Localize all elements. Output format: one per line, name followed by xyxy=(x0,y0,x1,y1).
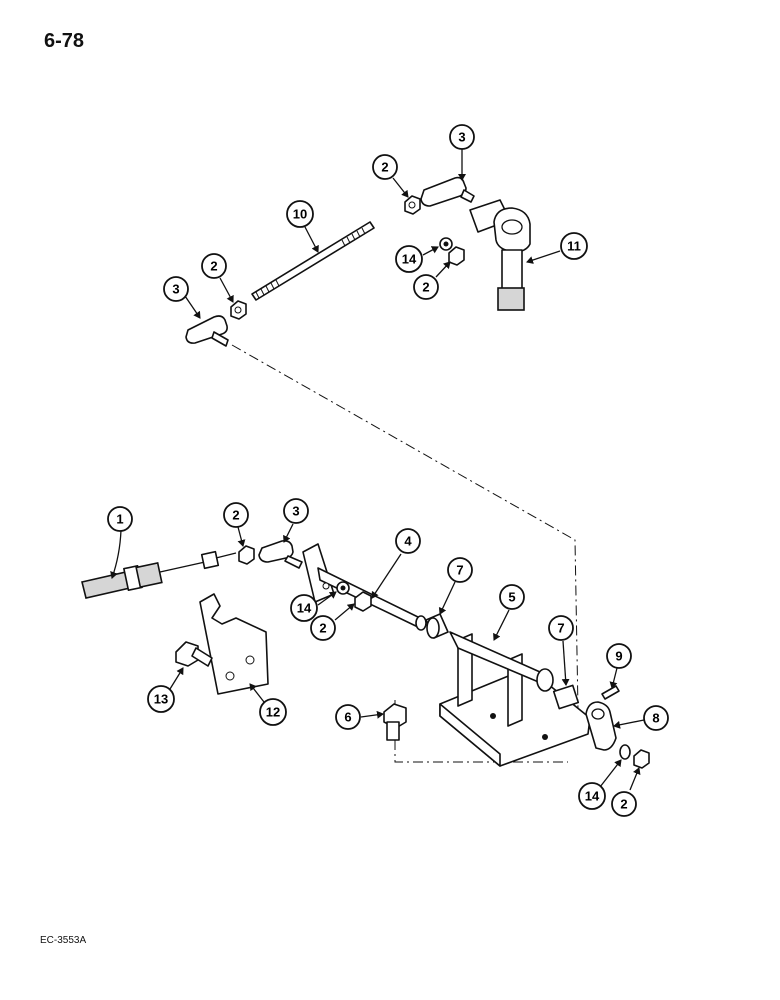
svg-text:2: 2 xyxy=(210,259,217,274)
bolt-13 xyxy=(175,641,213,667)
rod-end-3-cable xyxy=(258,540,303,569)
callout-3-left: 3 xyxy=(163,276,189,302)
svg-text:7: 7 xyxy=(456,563,463,578)
reference-code: EC-3553A xyxy=(40,935,87,946)
bushing-7-right xyxy=(552,684,580,710)
callout-5: 5 xyxy=(499,584,525,610)
callout-10: 10 xyxy=(286,200,314,228)
leader-lines xyxy=(110,149,645,791)
callout-11: 11 xyxy=(560,232,588,260)
svg-text:7: 7 xyxy=(557,621,564,636)
callout-9: 9 xyxy=(606,643,632,669)
bolt-6 xyxy=(383,703,407,741)
bushing-7-left xyxy=(425,613,449,639)
svg-text:10: 10 xyxy=(293,207,307,222)
svg-text:12: 12 xyxy=(266,705,280,720)
callout-12: 12 xyxy=(259,698,287,726)
callout-6: 6 xyxy=(335,704,361,730)
callout-2-bottom: 2 xyxy=(611,791,637,817)
callout-2-cable: 2 xyxy=(223,502,249,528)
callout-7-left: 7 xyxy=(447,557,473,583)
svg-text:3: 3 xyxy=(172,282,179,297)
arm-11 xyxy=(469,199,531,311)
svg-text:4: 4 xyxy=(404,534,412,549)
lever-8 xyxy=(585,701,617,751)
nut-2-cable xyxy=(238,545,255,565)
washer-14-top xyxy=(439,237,453,251)
support-5 xyxy=(439,631,591,767)
nut-2-rod xyxy=(230,300,247,320)
svg-text:14: 14 xyxy=(402,252,417,267)
callout-2-mid: 2 xyxy=(310,615,336,641)
pin-9 xyxy=(601,685,620,700)
callout-2-top-nut: 2 xyxy=(372,154,398,180)
nut-2-bottom xyxy=(633,749,650,769)
callout-2-rod-nut: 2 xyxy=(201,253,227,279)
callout-3-top: 3 xyxy=(449,124,475,150)
rod-10 xyxy=(251,221,375,301)
nut-2-mid xyxy=(354,591,372,612)
callout-14-top: 14 xyxy=(395,245,423,273)
washer-14-bottom xyxy=(619,744,631,760)
svg-text:2: 2 xyxy=(381,160,388,175)
svg-text:2: 2 xyxy=(232,508,239,523)
callout-4: 4 xyxy=(395,528,421,554)
callout-13: 13 xyxy=(147,685,175,713)
svg-text:8: 8 xyxy=(652,711,659,726)
svg-text:2: 2 xyxy=(620,797,627,812)
svg-text:6: 6 xyxy=(344,710,351,725)
callout-7-right: 7 xyxy=(548,615,574,641)
svg-text:5: 5 xyxy=(508,590,515,605)
svg-text:11: 11 xyxy=(567,239,581,254)
svg-text:14: 14 xyxy=(585,789,600,804)
callout-14-bottom: 14 xyxy=(578,782,606,810)
svg-text:2: 2 xyxy=(422,280,429,295)
callout-14-mid: 14 xyxy=(290,594,318,622)
svg-text:9: 9 xyxy=(615,649,622,664)
nut-2-top-lower xyxy=(448,246,465,266)
svg-text:14: 14 xyxy=(297,601,312,616)
svg-text:2: 2 xyxy=(319,621,326,636)
nut-2-top xyxy=(404,195,421,215)
bracket-12 xyxy=(199,593,269,695)
rod-end-3-left xyxy=(185,315,229,347)
callout-2-top-lower: 2 xyxy=(413,274,439,300)
callout-3-cable: 3 xyxy=(283,498,309,524)
svg-text:3: 3 xyxy=(458,130,465,145)
washer-14-mid xyxy=(336,581,350,595)
cable-1 xyxy=(81,550,237,599)
page-number: 6-78 xyxy=(44,30,85,52)
svg-text:3: 3 xyxy=(292,504,299,519)
callout-8: 8 xyxy=(643,705,669,731)
rod-end-3-top xyxy=(420,176,475,207)
callout-1: 1 xyxy=(107,506,133,532)
svg-text:1: 1 xyxy=(116,512,123,527)
svg-text:13: 13 xyxy=(154,692,168,707)
